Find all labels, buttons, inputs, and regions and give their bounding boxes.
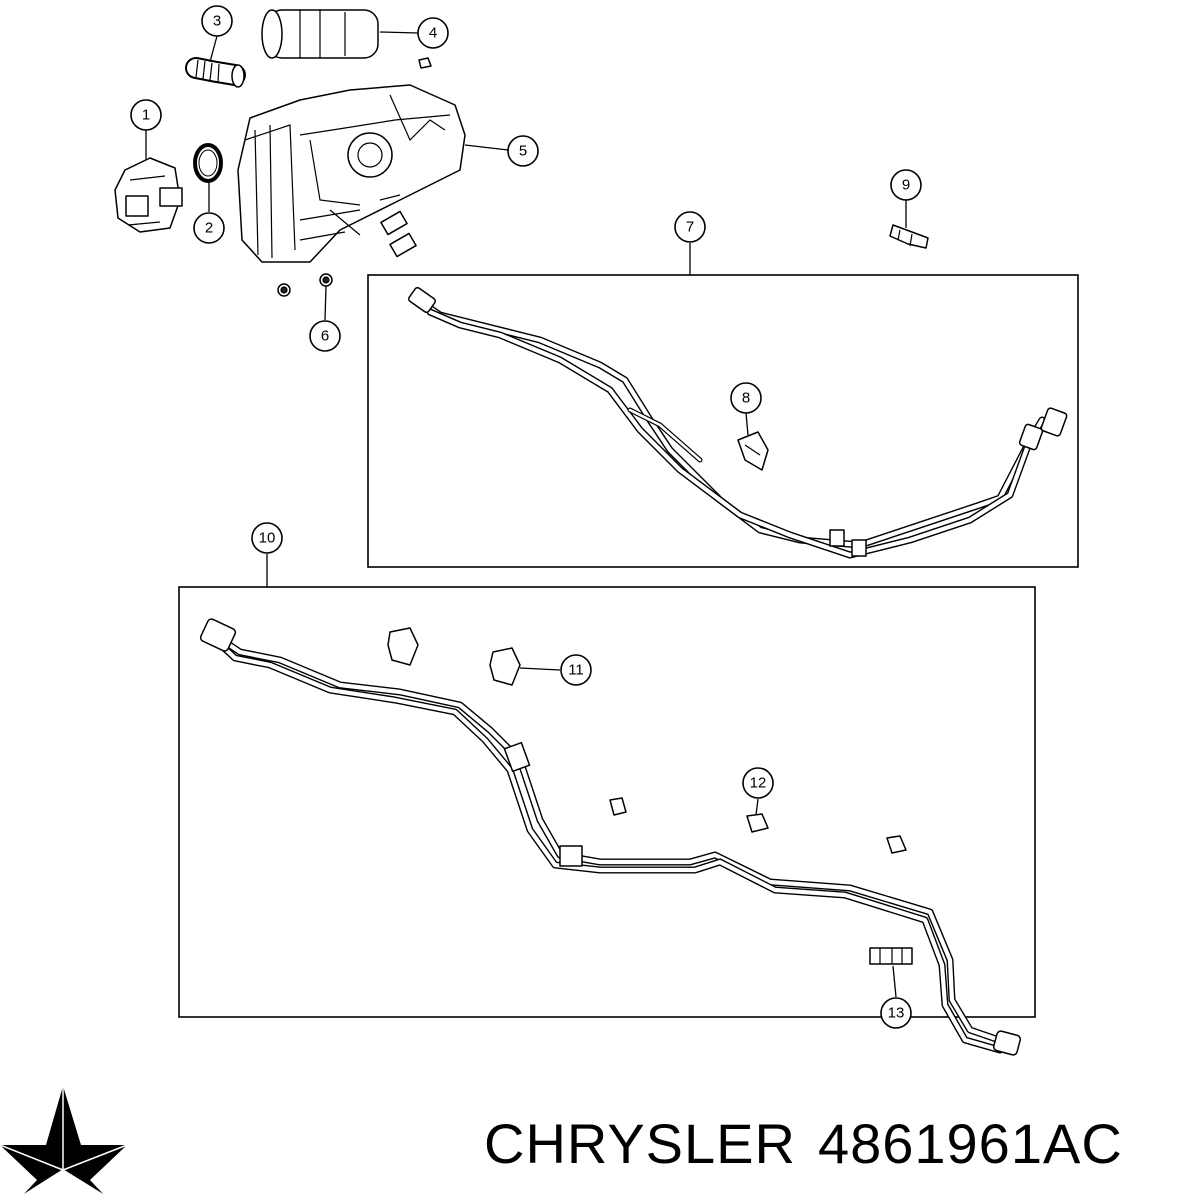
callout-7: 7 [674, 211, 706, 243]
callout-5: 5 [507, 135, 539, 167]
brand-part-number-label: CHRYSLER 4861961AC [484, 1108, 1184, 1180]
callout-6: 6 [309, 320, 341, 352]
svg-text:11: 11 [568, 662, 584, 679]
part-9-clip [889, 224, 929, 249]
leader-lines [145, 31, 907, 998]
callout-2: 2 [193, 212, 225, 244]
svg-text:13: 13 [888, 1005, 905, 1022]
callout-9: 9 [890, 169, 922, 201]
frame-10 [178, 586, 1036, 1018]
svg-text:12: 12 [750, 775, 767, 792]
svg-text:4: 4 [429, 25, 437, 42]
part-13-connector [869, 947, 913, 965]
callout-13: 13 [880, 997, 912, 1029]
svg-text:6: 6 [321, 328, 329, 345]
svg-text:8: 8 [742, 390, 750, 407]
part-12-retainer [609, 797, 907, 854]
part-4-filter [261, 9, 432, 69]
part-7-vapor-lines [408, 286, 1068, 559]
part-1-vent-valve [114, 157, 183, 233]
frame-7 [367, 274, 1079, 568]
svg-text:5: 5 [519, 143, 527, 160]
part-11-clip [387, 627, 521, 686]
callout-3: 3 [201, 5, 233, 37]
callout-4: 4 [417, 17, 449, 49]
chrysler-pentastar-icon [0, 1086, 128, 1197]
svg-text:7: 7 [686, 219, 694, 236]
part-10-fuel-line [199, 618, 1022, 1056]
callout-10: 10 [251, 522, 283, 554]
svg-text:2: 2 [205, 220, 213, 237]
svg-text:9: 9 [902, 177, 910, 194]
part-3-hose [185, 57, 246, 88]
brand-name: CHRYSLER [484, 1112, 796, 1175]
callout-8: 8 [730, 382, 762, 414]
callout-11: 11 [560, 654, 592, 686]
svg-text:10: 10 [259, 530, 276, 547]
part-number: 4861961AC [817, 1112, 1123, 1175]
callout-1: 1 [130, 99, 162, 131]
part-5-evap-canister [237, 84, 466, 263]
part-8-bracket [737, 431, 769, 471]
svg-text:3: 3 [213, 13, 221, 30]
callout-12: 12 [742, 767, 774, 799]
svg-text:1: 1 [142, 107, 150, 124]
part-2-o-ring [193, 143, 223, 183]
part-6-grommet [277, 273, 333, 297]
